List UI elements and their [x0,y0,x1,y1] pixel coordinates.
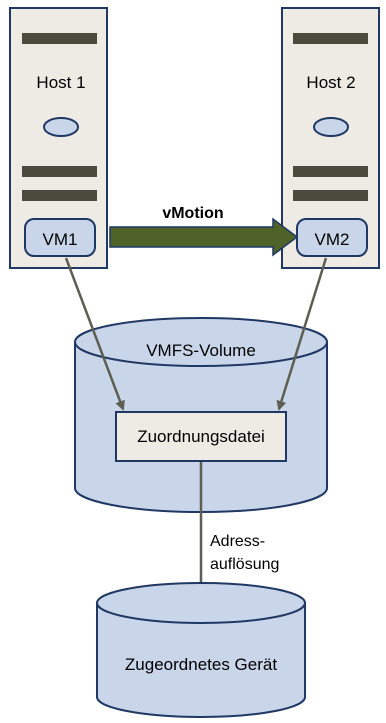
vm1-to-mapping-arrow [64,257,125,411]
host-2-slot-top [293,33,368,44]
host-2: Host 2 VM2 [281,7,380,269]
vm2-label: VM2 [315,230,350,249]
vm1-label: VM1 [43,230,78,249]
vmotion-label: vMotion [162,205,223,222]
host-1-label: Host 1 [36,73,85,92]
mapping-file-box[interactable] [115,411,287,462]
host-1-slot-top [22,33,97,44]
vmfs-volume: VMFS-Volume Zuordnungsdatei [74,317,328,513]
mapped-device-label: Zugeordnetes Gerät [125,655,277,674]
host-2-slot-low [293,190,368,201]
vmfs-volume-top [74,317,328,367]
mapped-device-top [96,582,306,624]
host-2-disk-icon [313,117,349,137]
vmfs-volume-label: VMFS-Volume [146,341,256,360]
mapping-file-label: Zuordnungsdatei [137,427,265,446]
host-2-slot-mid [293,166,368,177]
host-1-disk-icon [43,117,79,137]
host-2-label: Host 2 [306,73,355,92]
mapped-device: Zugeordnetes Gerät [96,582,306,718]
vmotion-arrow [109,217,299,257]
address-resolution-line-2: auflösung [210,556,279,573]
host-1-slot-mid [22,166,97,177]
host-1-slot-low [22,190,97,201]
vm1-box[interactable] [24,218,96,257]
mapped-device-body [96,603,306,718]
address-resolution-line-1: Adress- [210,533,265,550]
vm2-to-mapping-arrow [276,257,328,411]
host-1: Host 1 VM1 [9,7,108,269]
